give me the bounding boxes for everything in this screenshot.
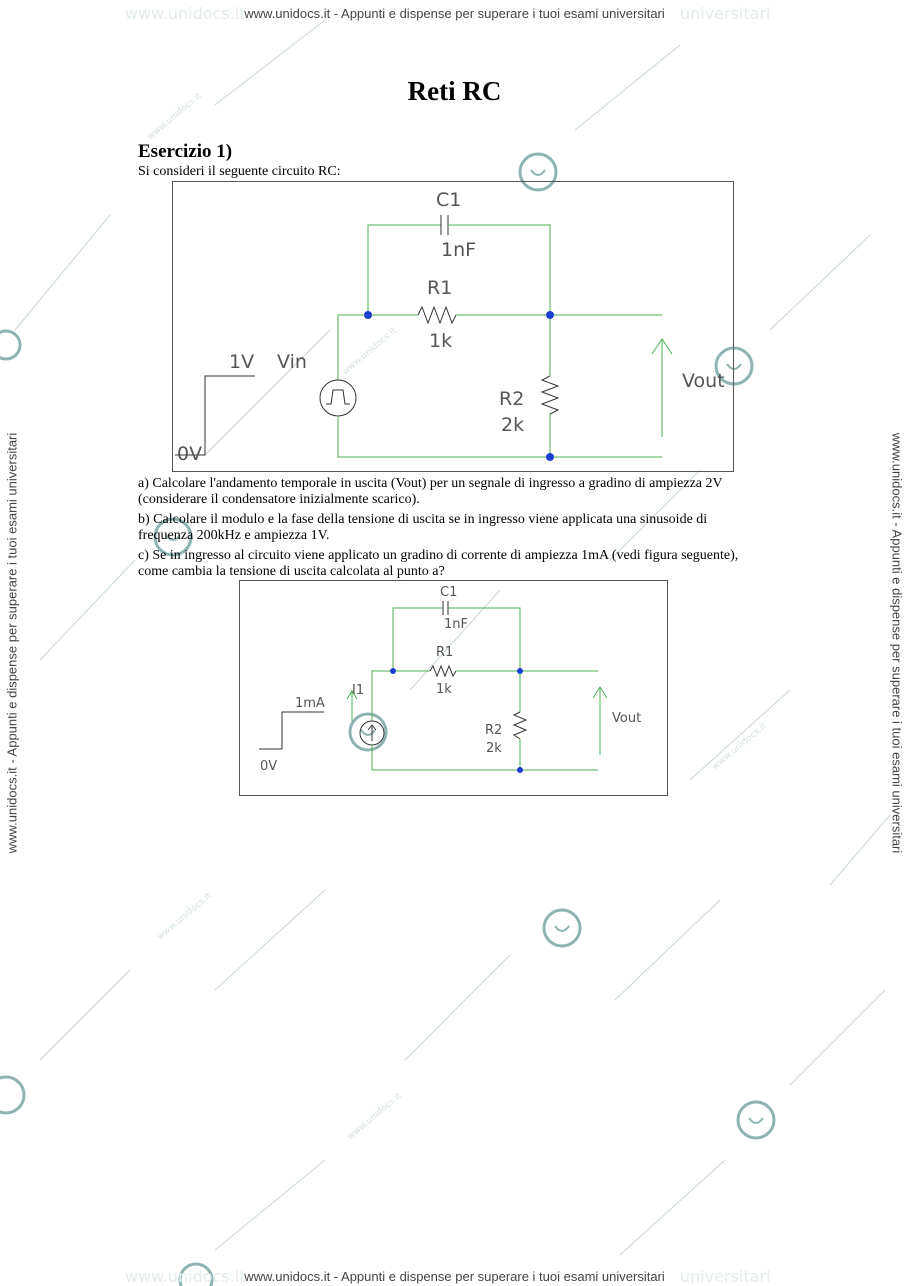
watermark-side-right: www.unidocs.it - Appunti e dispense per … bbox=[889, 432, 905, 854]
circuit-diagram-2: 1mA 0V I1 C1 1nF R1 1k R2 2k Vout bbox=[239, 580, 668, 796]
c2-step-high-label: 1mA bbox=[295, 696, 325, 711]
circuit-diagram-1: 1V 0V Vin C1 1nF R1 1k R2 2k Vout bbox=[172, 181, 734, 472]
question-c: c) Se in ingresso al circuito viene appl… bbox=[138, 548, 739, 579]
watermark-footer: www.unidocs.it - Appunti e dispense per … bbox=[244, 1269, 665, 1284]
c2-cap-value: 1nF bbox=[444, 617, 468, 632]
question-a: a) Calcolare l'andamento temporale in us… bbox=[138, 476, 723, 507]
node-dot bbox=[546, 453, 554, 461]
intro-text: Si consideri il seguente circuito RC: bbox=[138, 164, 341, 179]
node-dot bbox=[517, 767, 523, 773]
svg-text:www.unidocs.it: www.unidocs.it bbox=[346, 1091, 405, 1143]
c2-r2-label: R2 bbox=[485, 723, 502, 738]
c2-output-label: Vout bbox=[612, 711, 641, 726]
c1-cap-value: 1nF bbox=[441, 239, 476, 261]
question-b: b) Calcolare il modulo e la fase della t… bbox=[138, 512, 708, 543]
watermark-header: www.unidocs.it - Appunti e dispense per … bbox=[244, 6, 665, 21]
c2-step-low-label: 0V bbox=[260, 759, 277, 774]
svg-text:www.unidocs.it: www.unidocs.it bbox=[125, 4, 245, 23]
svg-text:www.unidocs.it: www.unidocs.it bbox=[711, 721, 770, 773]
voltage-source-icon bbox=[319, 379, 357, 417]
unidocs-logo-icon bbox=[0, 152, 776, 1286]
c2-r2-value: 2k bbox=[486, 741, 502, 756]
page-title: Reti RC bbox=[407, 76, 502, 106]
c1-r1-label: R1 bbox=[427, 277, 452, 299]
c1-output-label: Vout bbox=[682, 370, 725, 392]
node-dot bbox=[517, 668, 523, 674]
c1-step-high-label: 1V bbox=[229, 351, 254, 373]
c2-r1-label: R1 bbox=[436, 645, 453, 660]
c2-source-label: I1 bbox=[352, 683, 364, 698]
svg-text:universitari: universitari bbox=[680, 1267, 771, 1286]
svg-text:universitari: universitari bbox=[680, 4, 771, 23]
node-dot bbox=[364, 311, 372, 319]
node-dot bbox=[390, 668, 396, 674]
c2-cap-label: C1 bbox=[440, 585, 457, 600]
node-dot bbox=[546, 311, 554, 319]
c1-source-label: Vin bbox=[277, 351, 307, 373]
c1-cap-label: C1 bbox=[436, 189, 461, 211]
c1-step-low-label: 0V bbox=[177, 443, 202, 465]
c1-r1-value: 1k bbox=[429, 330, 452, 352]
c1-r2-value: 2k bbox=[501, 414, 524, 436]
c2-r1-value: 1k bbox=[436, 682, 452, 697]
exercise-heading: Esercizio 1) bbox=[138, 141, 233, 162]
watermark-side-left: www.unidocs.it - Appunti e dispense per … bbox=[4, 432, 20, 854]
c1-r2-label: R2 bbox=[499, 388, 524, 410]
svg-text:www.unidocs.it: www.unidocs.it bbox=[125, 1267, 245, 1286]
svg-text:www.unidocs.it: www.unidocs.it bbox=[156, 891, 215, 943]
